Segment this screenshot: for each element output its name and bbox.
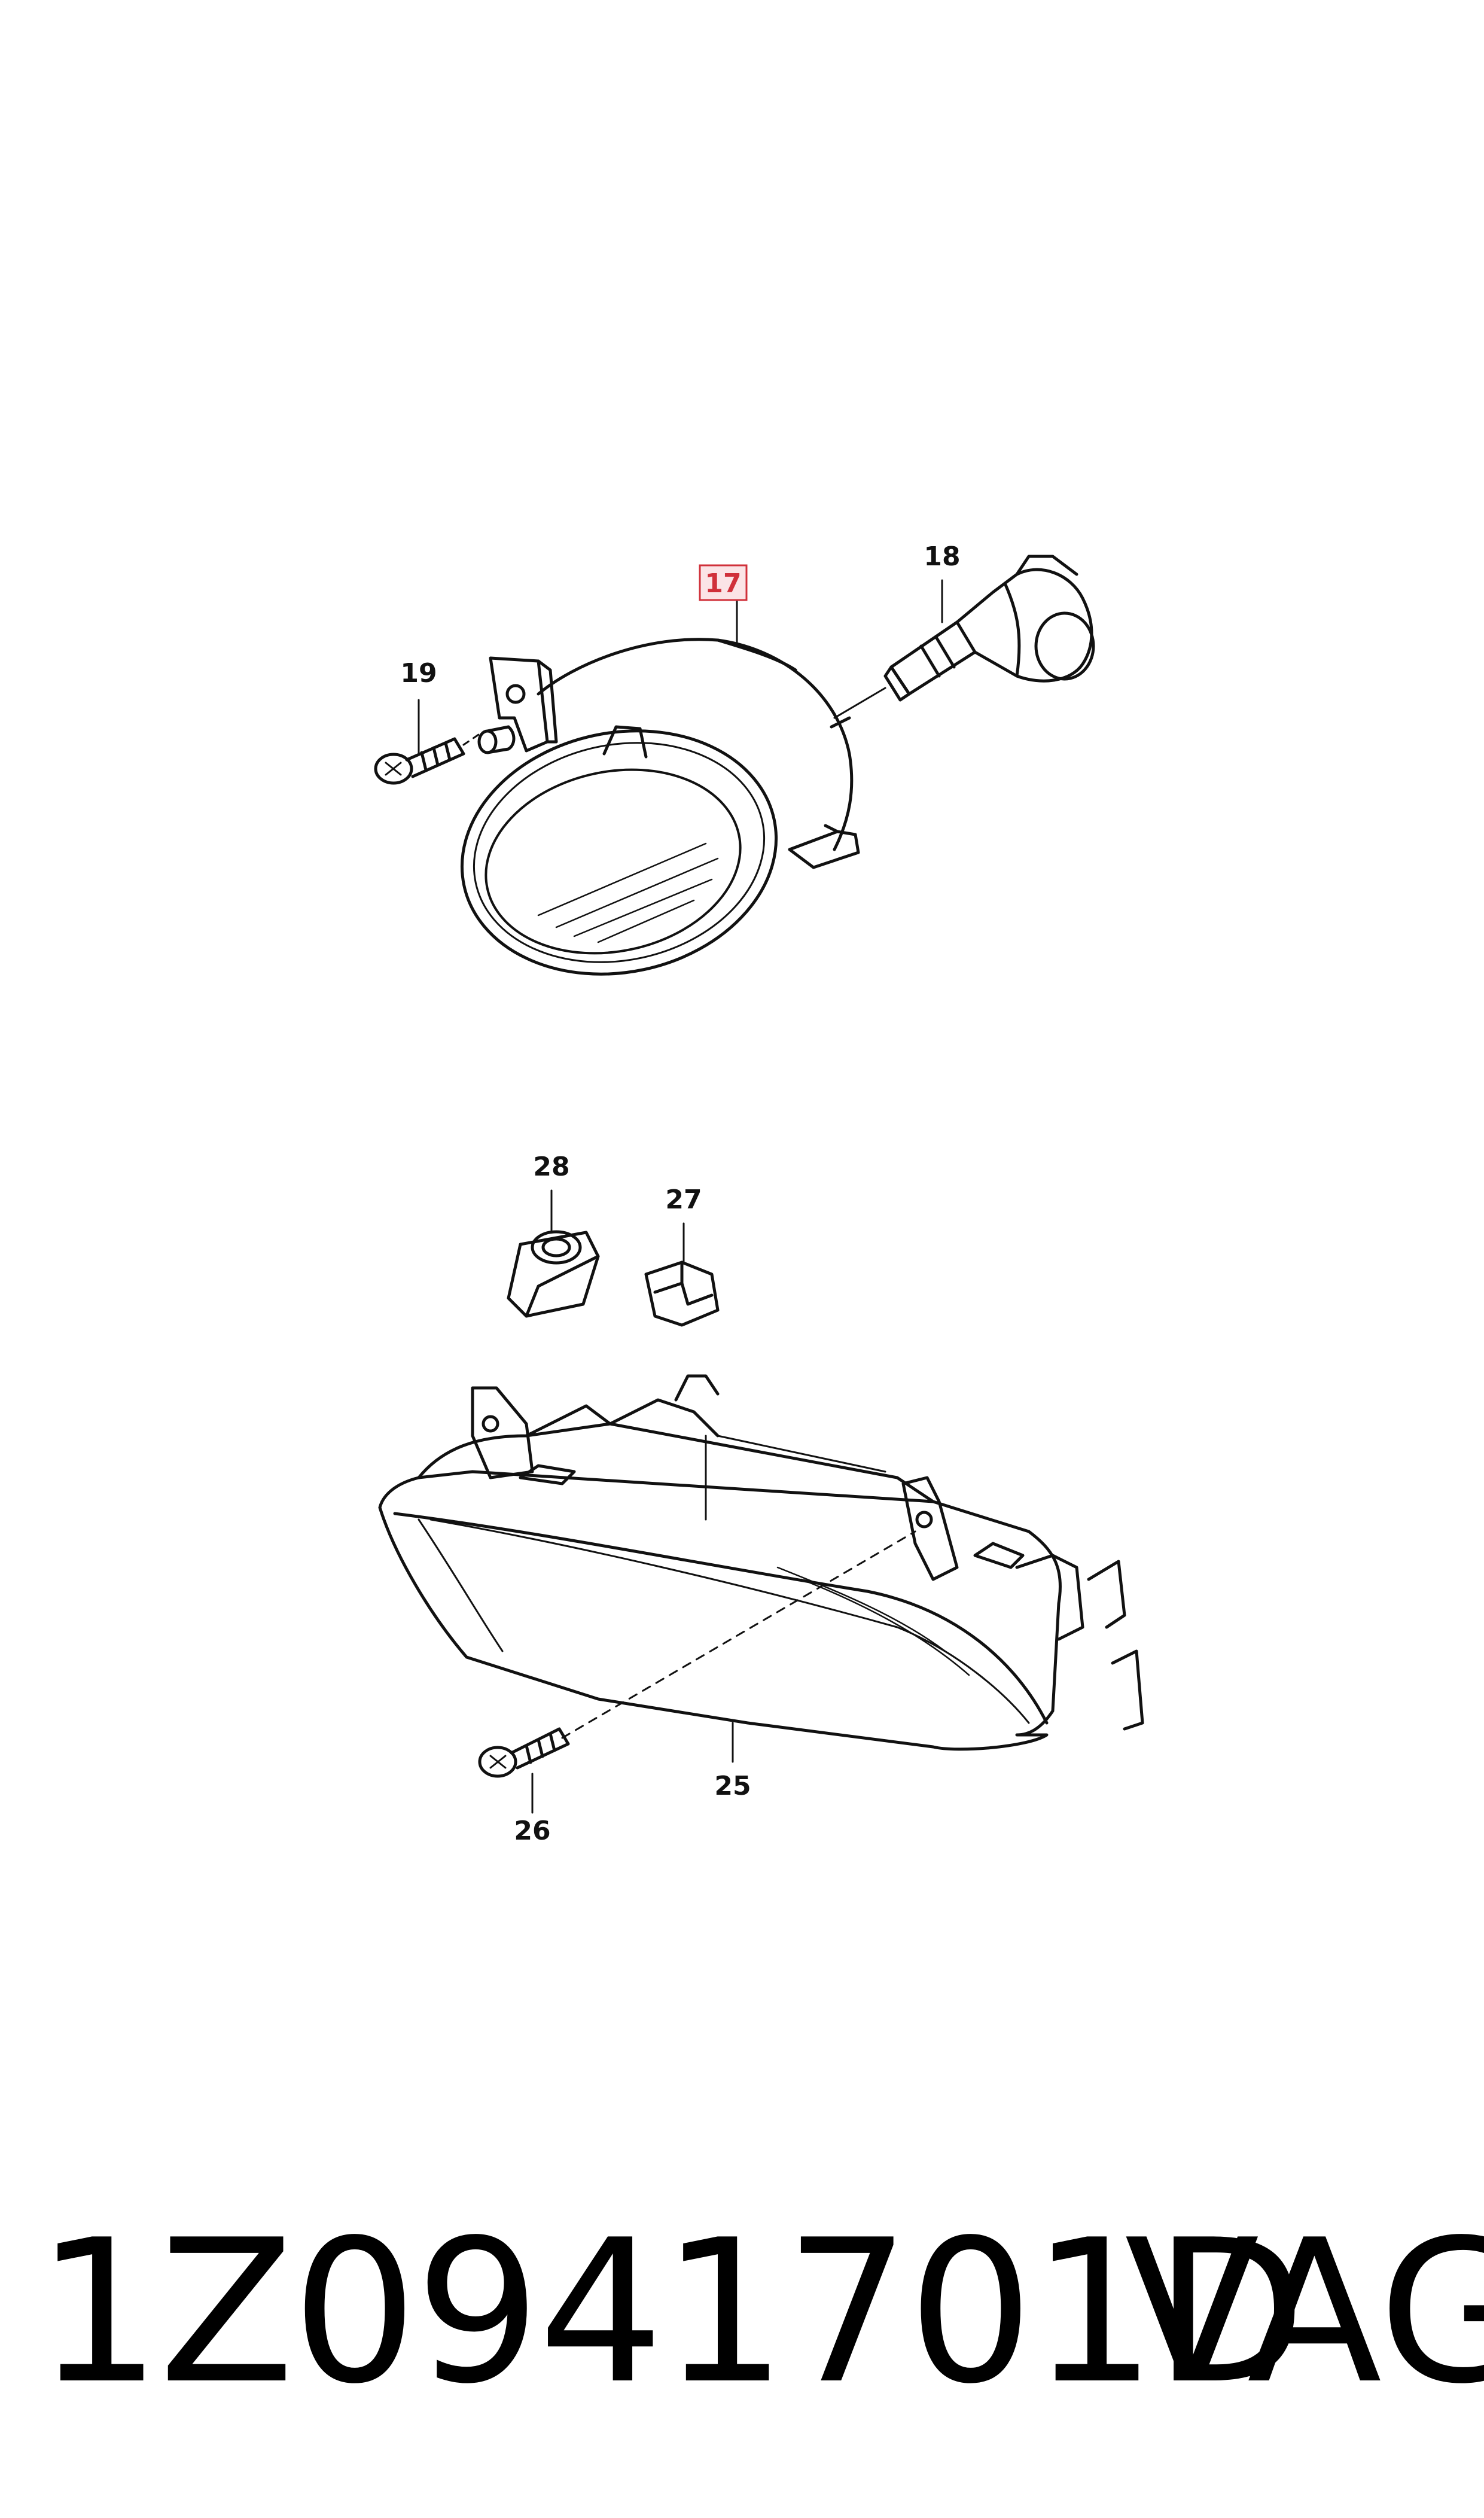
fog-lamp-assembly	[460, 638, 860, 976]
callout-28: 28	[533, 1152, 569, 1182]
part-number: 1Z0941701D	[36, 2197, 1306, 2427]
bulb-part	[883, 555, 1095, 702]
callout-17: 17	[705, 568, 741, 599]
callout-25: 25	[714, 1771, 751, 1801]
fog-light-25-part	[378, 1374, 1144, 1751]
bulb-leader-line	[833, 687, 886, 719]
callout-19: 19	[400, 658, 437, 689]
callout-18: 18	[924, 541, 960, 572]
clip-27-part	[644, 1260, 720, 1327]
brand-label: VAG	[1125, 2197, 1484, 2427]
clip-28-part	[507, 1230, 600, 1318]
parts-diagram: 17 18 19 28 27 25 26	[374, 541, 1144, 1846]
callout-26: 26	[514, 1816, 550, 1846]
screw-26-part	[478, 1727, 570, 1778]
callout-17-box	[699, 564, 748, 601]
callout-17-group: 17	[699, 564, 748, 601]
callout-27: 27	[665, 1185, 702, 1215]
screw-19-part	[374, 733, 480, 785]
